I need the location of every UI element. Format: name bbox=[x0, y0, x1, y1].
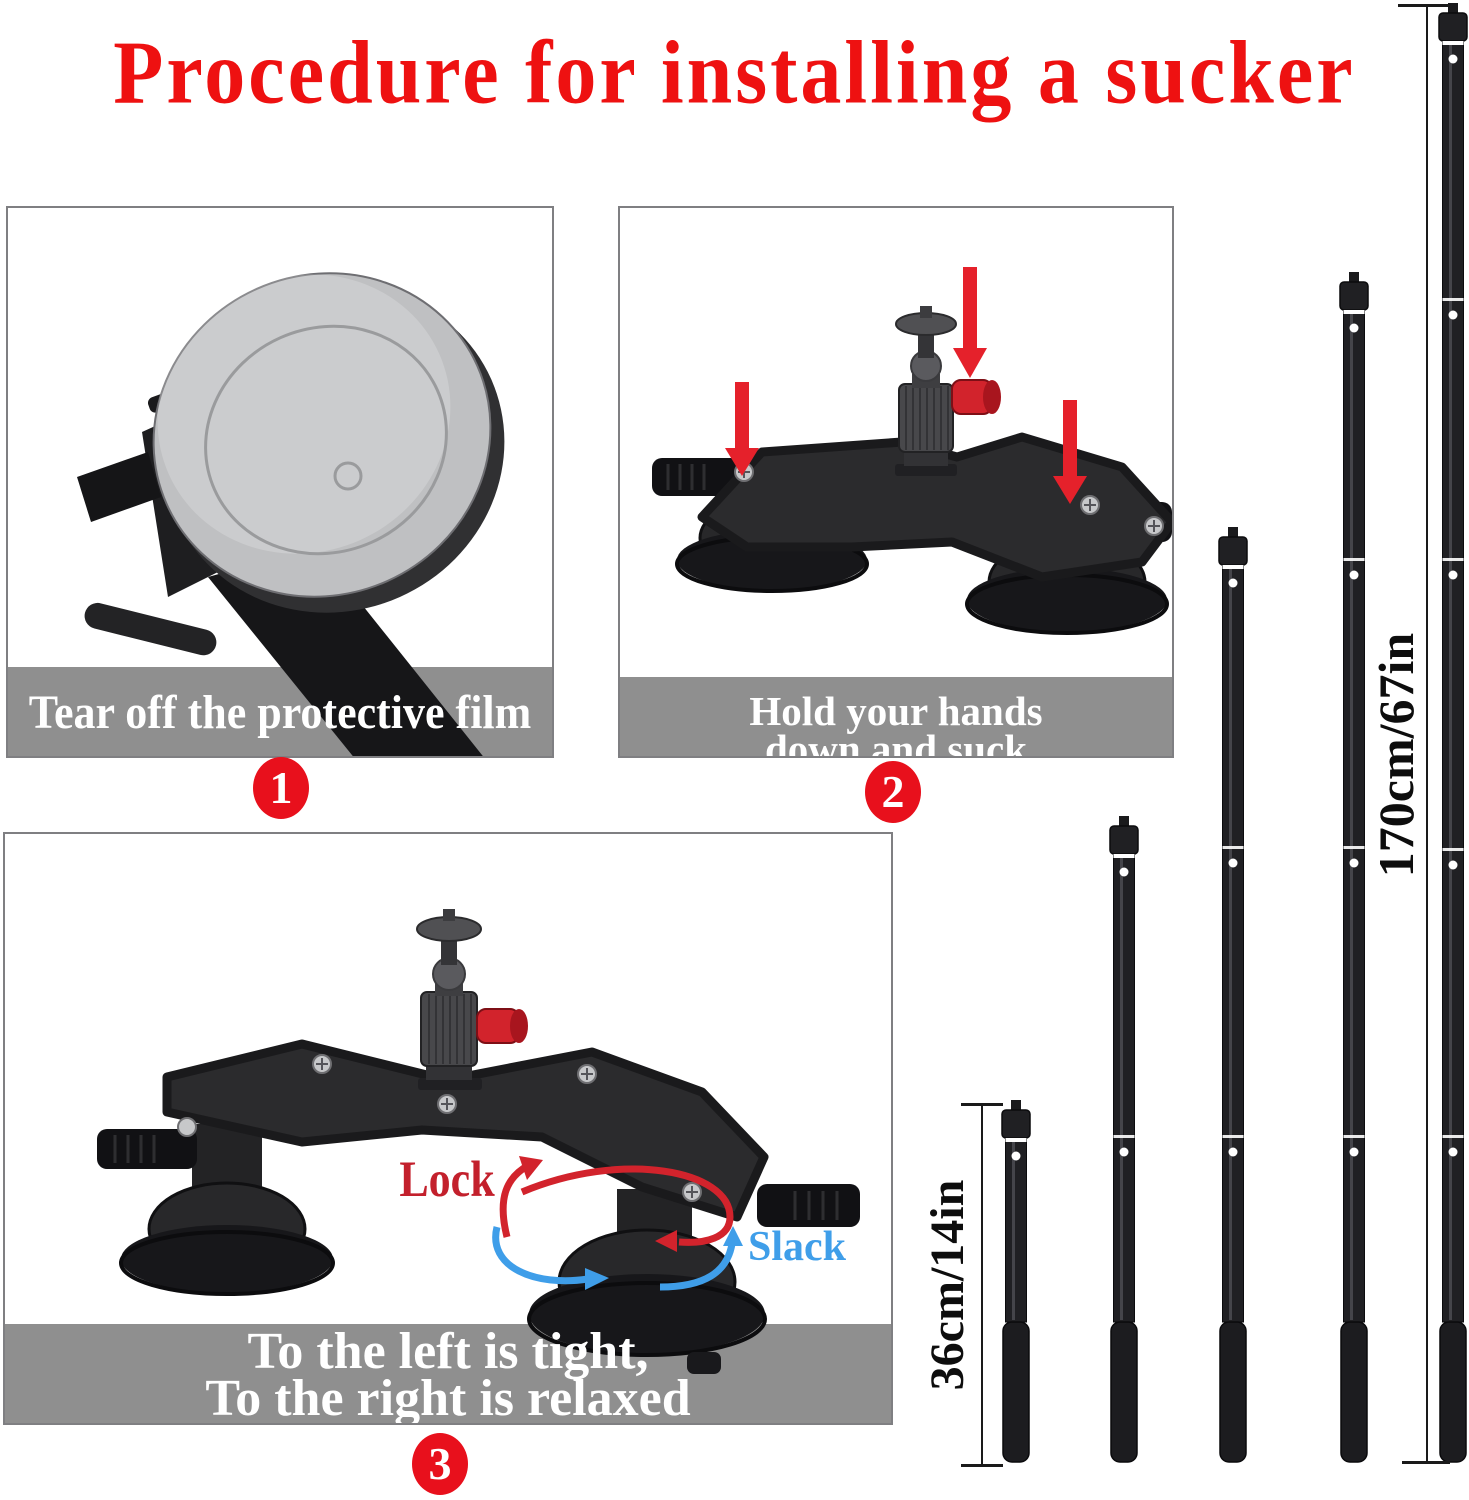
right-suction-cup bbox=[527, 1184, 860, 1374]
lock-label: Lock bbox=[399, 1151, 495, 1208]
step-2-caption-bar bbox=[620, 677, 1172, 756]
slack-label: Slack bbox=[747, 1224, 847, 1270]
extended-length-top-tick bbox=[1398, 4, 1450, 7]
protective-film-disc bbox=[152, 272, 505, 613]
step-3-panel: To the left is tight, To the right is re… bbox=[3, 832, 893, 1425]
ball-head bbox=[416, 909, 528, 1090]
dual-suction-mount-photo bbox=[652, 267, 1172, 635]
step-2-caption: Hold your hands down and suck bbox=[620, 688, 1172, 758]
step-2-badge: 2 bbox=[865, 761, 921, 823]
short-length-label: 36cm/14in bbox=[921, 1179, 974, 1391]
left-suction-cup bbox=[97, 1124, 335, 1296]
extended-length-bottom-tick bbox=[1402, 1461, 1450, 1464]
pole-variant-1 bbox=[1001, 1100, 1031, 1463]
step-1-panel: Tear off the protective film bbox=[6, 206, 554, 758]
lock-slack-mount-photo bbox=[97, 909, 860, 1374]
telescoping-poles-photo bbox=[1001, 3, 1468, 1463]
red-thumb-knob bbox=[951, 379, 1001, 415]
lock-arrow-heads bbox=[519, 1156, 677, 1252]
caption-line: Hold your hands bbox=[749, 688, 1043, 734]
page-title: Procedure for installing a sucker bbox=[113, 22, 1356, 123]
red-thumb-knob bbox=[476, 1008, 528, 1044]
caption-line: To the right is relaxed bbox=[205, 1370, 691, 1425]
extended-length-measure-line bbox=[1426, 4, 1428, 1462]
step-3-badge: 3 bbox=[412, 1433, 468, 1495]
caption-line: To the left is tight, bbox=[247, 1323, 649, 1380]
extended-length-label: 170cm/67in bbox=[1368, 632, 1424, 878]
slack-arrow-heads bbox=[585, 1226, 743, 1290]
short-length-bottom-tick bbox=[961, 1464, 1003, 1467]
pole-variant-5 bbox=[1438, 3, 1468, 1463]
step-1-caption: Tear off the protective film bbox=[8, 688, 552, 738]
step-1-badge: 1 bbox=[253, 757, 309, 819]
ball-head bbox=[895, 306, 1001, 476]
pole-variant-3 bbox=[1218, 527, 1248, 1463]
pole-variant-2 bbox=[1109, 816, 1139, 1463]
lock-arrow-icon bbox=[499, 1161, 734, 1246]
plate-screws bbox=[177, 1054, 702, 1202]
press-down-arrow-icons bbox=[725, 267, 1087, 504]
pole-variant-4 bbox=[1339, 272, 1369, 1463]
caption-line: down and suck bbox=[764, 726, 1028, 758]
short-length-measure-line bbox=[981, 1104, 983, 1466]
step-3-caption: To the left is tight, To the right is re… bbox=[5, 1323, 891, 1425]
slack-arrow-icon bbox=[492, 1226, 736, 1291]
caption-line: Tear off the protective film bbox=[28, 686, 532, 739]
short-length-top-tick bbox=[961, 1103, 1003, 1106]
step-2-panel: Hold your hands down and suck bbox=[618, 206, 1174, 758]
suction-cup-film-photo bbox=[77, 272, 505, 756]
